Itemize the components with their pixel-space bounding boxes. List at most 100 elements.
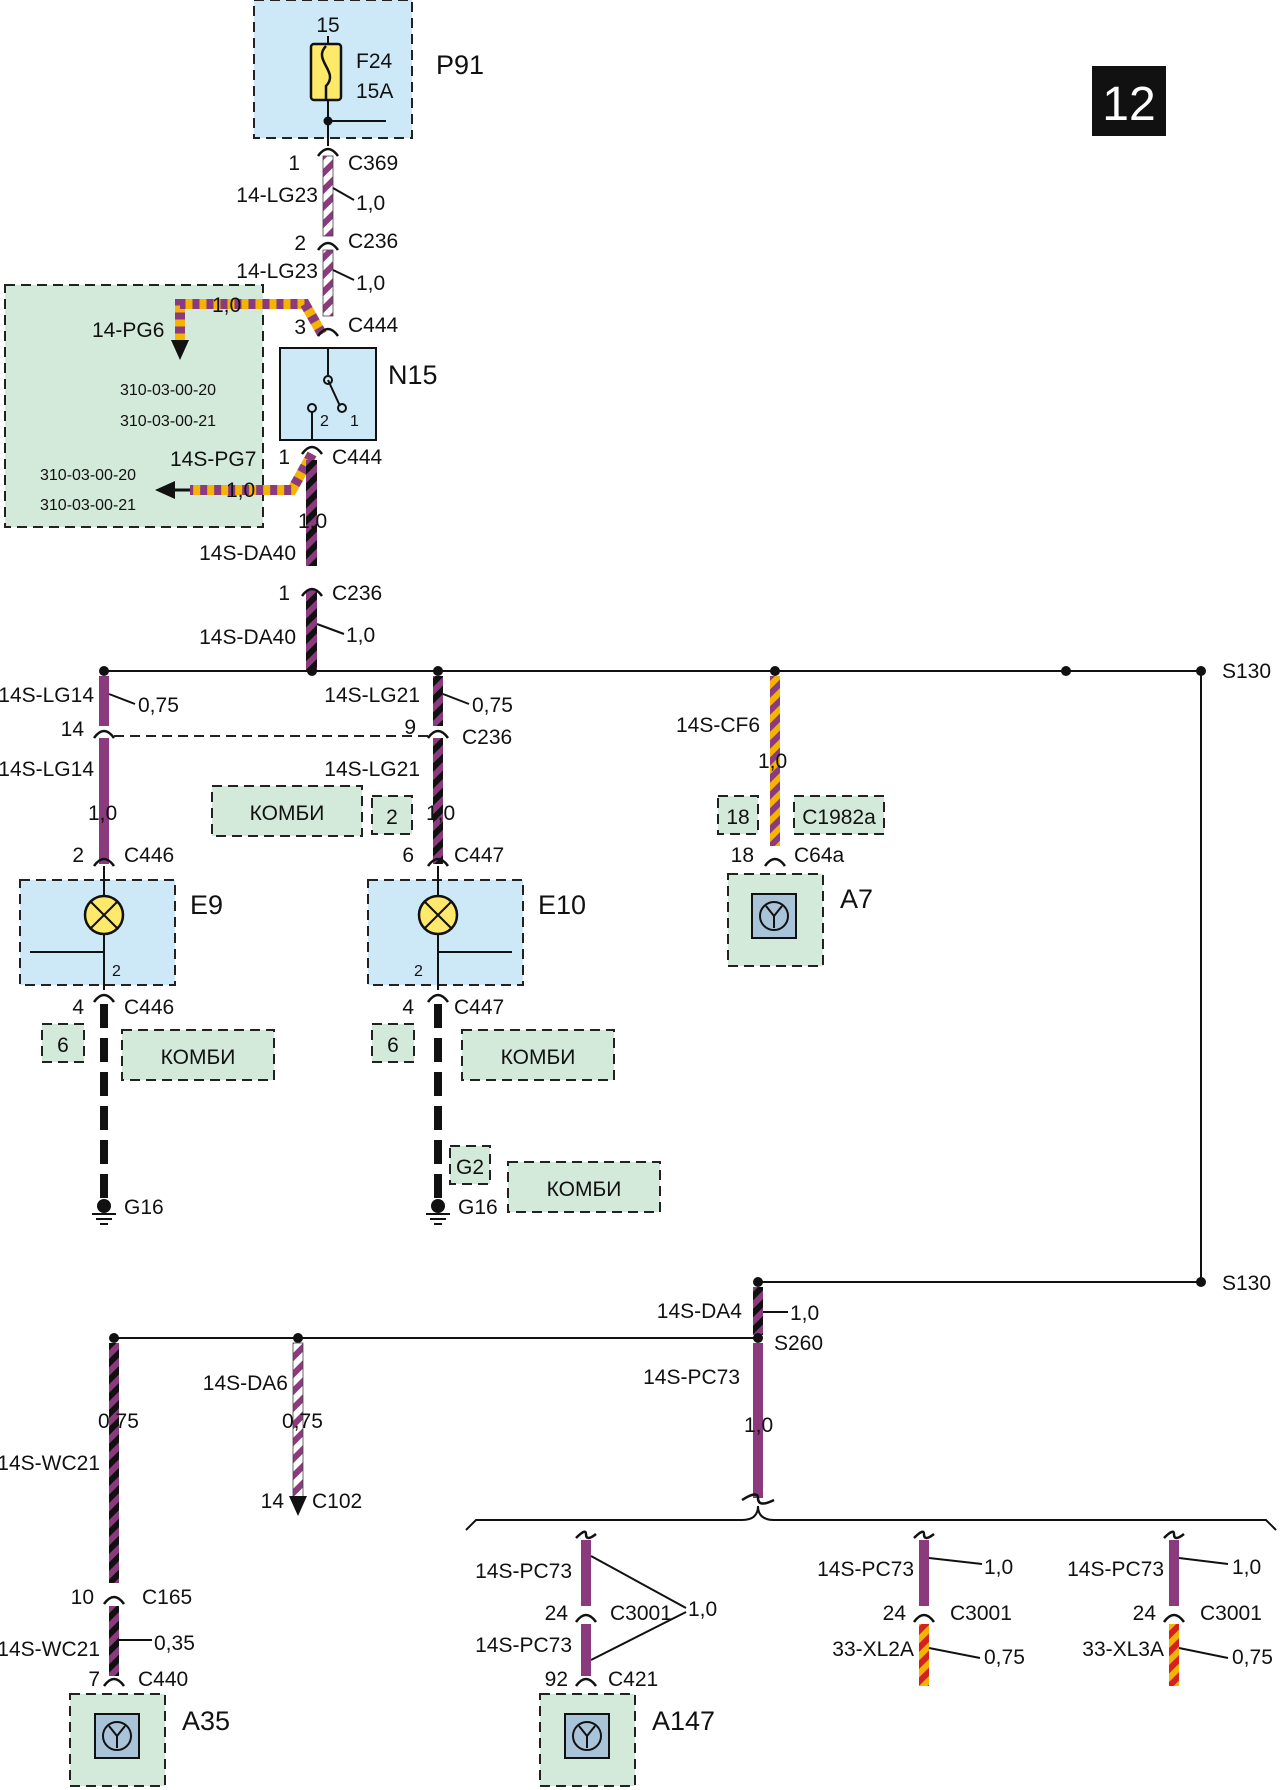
label-c447: C447: [454, 996, 504, 1019]
label-w-cf6: 14S-CF6: [676, 714, 760, 737]
label-p6: 6: [387, 1034, 399, 1057]
label-p9: 9: [404, 716, 416, 739]
label-ref2: 310-03-00-21: [120, 413, 216, 430]
label-v10: 1,0: [356, 192, 385, 215]
label-v10: 1,0: [758, 750, 787, 773]
label-a35: A35: [182, 1706, 230, 1736]
switch-name: N15: [388, 360, 438, 390]
label-v075: 0,75: [1232, 1646, 1273, 1669]
label-v075: 0,75: [282, 1410, 323, 1433]
label-v035: 0,35: [154, 1632, 195, 1655]
label-c446: C446: [124, 996, 174, 1019]
label-p2: 2: [112, 963, 121, 980]
label-p4: 4: [72, 996, 84, 1019]
label-p14: 14: [261, 1490, 285, 1513]
label-c236: C236: [462, 726, 512, 749]
label-c102: C102: [312, 1490, 362, 1513]
label-a7: A7: [840, 884, 873, 914]
label-c440: C440: [138, 1668, 188, 1691]
label-v10: 1,0: [688, 1598, 717, 1621]
label-p2: 2: [294, 232, 306, 255]
label-s130: S130: [1222, 660, 1271, 683]
label-p2: 2: [72, 844, 84, 867]
label-g2: G2: [456, 1156, 484, 1179]
label-c444: C444: [348, 314, 399, 337]
fuse-unit-label: P91: [436, 50, 484, 80]
label-v10: 1,0: [226, 479, 255, 502]
label-p18: 18: [731, 844, 754, 867]
label-w-lg21: 14S-LG21: [324, 684, 420, 707]
fuse-pin: 15: [316, 14, 339, 37]
label-c236: C236: [348, 230, 398, 253]
label-c64a: C64a: [794, 844, 845, 867]
label-w-wc21: 14S-WC21: [0, 1452, 100, 1475]
module-a7: A7: [727, 873, 873, 967]
label-w-pc73: 14S-PC73: [475, 1560, 572, 1583]
label-w-lg21: 14S-LG21: [324, 758, 420, 781]
label-ref2: 310-03-00-21: [40, 497, 136, 514]
label-w-pc73: 14S-PC73: [817, 1558, 914, 1581]
label-v10: 1,0: [212, 294, 241, 317]
label-p3: 3: [294, 316, 306, 339]
label-v10: 1,0: [984, 1556, 1013, 1579]
label-w-pg7: 14S-PG7: [170, 448, 256, 471]
ref-box-pg: 14-PG6 310-03-00-20 310-03-00-21 14S-PG7…: [4, 284, 264, 528]
label-v10: 1,0: [298, 510, 327, 533]
label-w-da40: 14S-DA40: [199, 542, 296, 565]
label-w-xl2a: 33-XL2A: [832, 1638, 914, 1661]
label-p7: 7: [88, 1668, 100, 1691]
label-ref1: 310-03-00-20: [120, 382, 216, 399]
label-g16: G16: [124, 1196, 164, 1219]
label-v075: 0,75: [984, 1646, 1025, 1669]
label-p24: 24: [883, 1602, 907, 1625]
label-w-da6: 14S-DA6: [203, 1372, 288, 1395]
module-a35: A35: [69, 1693, 230, 1787]
label-c3001: C3001: [610, 1602, 672, 1625]
label-c444: C444: [332, 446, 383, 469]
label-v10: 1,0: [790, 1302, 819, 1325]
lamp-e9: 2 E9: [19, 866, 223, 990]
label-c3001: C3001: [950, 1602, 1012, 1625]
label-c446: C446: [124, 844, 174, 867]
label-v10: 1,0: [1232, 1556, 1261, 1579]
label-ref1: 310-03-00-20: [40, 467, 136, 484]
label-v10: 1,0: [426, 802, 455, 825]
label-c421: C421: [608, 1668, 658, 1691]
label-c1982a: C1982a: [802, 806, 876, 829]
label-w-lg14: 14S-LG14: [0, 758, 94, 781]
label-c165: C165: [142, 1586, 192, 1609]
label-p92: 92: [545, 1668, 568, 1691]
label-p18: 18: [726, 806, 749, 829]
fuse-rating: 15A: [356, 80, 393, 103]
label-kombi: КОМБИ: [250, 802, 325, 825]
label-w-xl3a: 33-XL3A: [1082, 1638, 1164, 1661]
label-s260: S260: [774, 1332, 823, 1355]
label-p24: 24: [1133, 1602, 1157, 1625]
label-w-pc73: 14S-PC73: [475, 1634, 572, 1657]
label-v075: 0,75: [138, 694, 179, 717]
label-p1: 1: [278, 446, 290, 469]
label-p4: 4: [402, 996, 414, 1019]
label-w-lg23: 14-LG23: [236, 260, 318, 283]
label-p6: 6: [402, 844, 414, 867]
label-c369: C369: [348, 152, 398, 175]
label-e10: E10: [538, 890, 586, 920]
label-w-pc73: 14S-PC73: [1067, 1558, 1164, 1581]
page-number: 12: [1102, 78, 1155, 131]
label-w-da40: 14S-DA40: [199, 626, 296, 649]
label-w-pc73: 14S-PC73: [643, 1366, 740, 1389]
label-v10: 1,0: [88, 802, 117, 825]
label-v10: 1,0: [744, 1414, 773, 1437]
label-w-wc21: 14S-WC21: [0, 1638, 100, 1661]
label-c236: C236: [332, 582, 382, 605]
label-kombi: КОМБИ: [547, 1178, 622, 1201]
label-p24: 24: [545, 1602, 569, 1625]
module-a147: A147: [539, 1693, 715, 1787]
page-number-badge: 12: [1092, 66, 1166, 136]
label-w-pg6: 14-PG6: [92, 319, 164, 342]
fuse-name: F24: [356, 50, 393, 73]
label-v075: 0,75: [98, 1410, 139, 1433]
label-c447: C447: [454, 844, 504, 867]
label-kombi: КОМБИ: [501, 1046, 576, 1069]
